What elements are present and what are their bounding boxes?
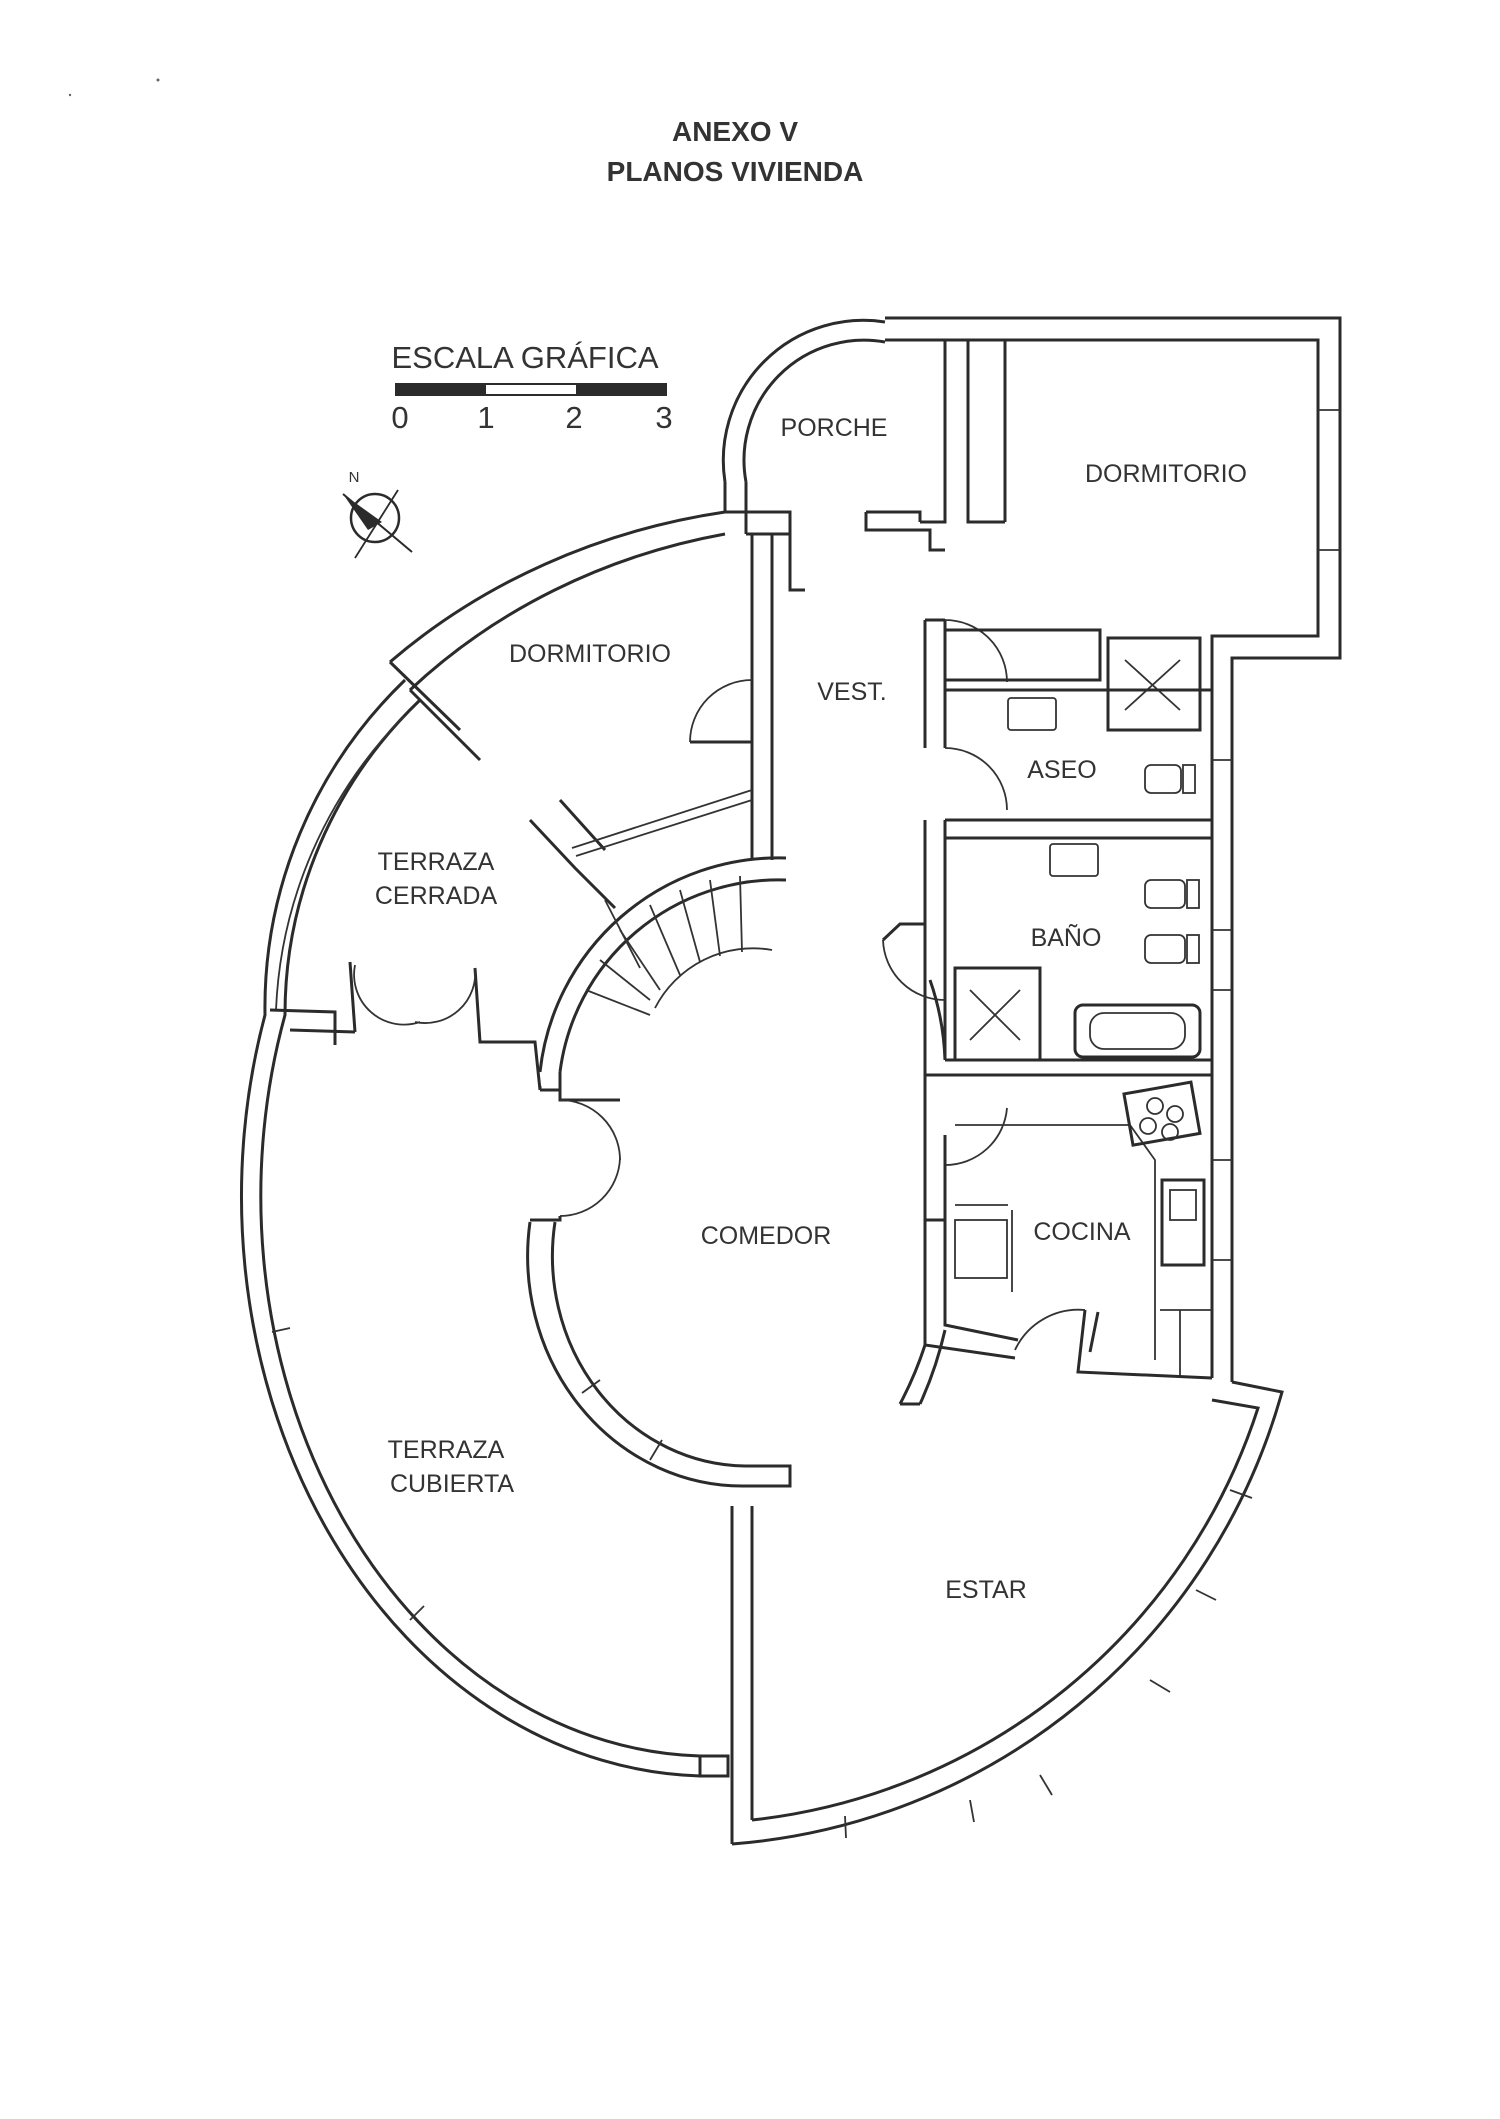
page-header: ANEXO V PLANOS VIVIENDA bbox=[0, 112, 1470, 192]
room-label-terraza-cubierta-1: TERRAZA bbox=[388, 1436, 505, 1464]
header-title: ANEXO V bbox=[671, 116, 799, 147]
room-label-cocina: COCINA bbox=[1033, 1218, 1131, 1246]
interior-walls bbox=[269, 510, 1232, 1488]
north-compass-icon: N bbox=[342, 469, 413, 559]
room-label-comedor: COMEDOR bbox=[701, 1222, 832, 1250]
scale-tick-2: 2 bbox=[565, 400, 582, 435]
room-label-terraza-cerrada-2: CERRADA bbox=[375, 882, 498, 910]
scale-tick-1: 1 bbox=[477, 400, 494, 435]
room-label-bano: BAÑO bbox=[1031, 923, 1102, 952]
room-labels: PORCHE DORMITORIO DORMITORIO VEST. ASEO … bbox=[375, 414, 1247, 1604]
room-label-porche: PORCHE bbox=[781, 414, 888, 442]
header-subtitle: PLANOS VIVIENDA bbox=[606, 156, 864, 187]
room-label-terraza-cerrada-1: TERRAZA bbox=[378, 848, 495, 876]
room-label-terraza-cubierta-2: CUBIERTA bbox=[390, 1470, 514, 1498]
scale-tick-0: 0 bbox=[391, 400, 408, 435]
scale-bar-segment-1 bbox=[396, 384, 486, 395]
graphic-scale: ESCALA GRÁFICA 0 1 2 3 bbox=[391, 340, 672, 435]
outer-walls bbox=[239, 316, 1342, 1846]
scan-speck bbox=[68, 93, 72, 97]
room-label-dormitorio-ne: DORMITORIO bbox=[1085, 460, 1247, 488]
scale-title: ESCALA GRÁFICA bbox=[391, 340, 658, 375]
room-label-aseo: ASEO bbox=[1027, 756, 1096, 784]
room-label-estar: ESTAR bbox=[945, 1576, 1027, 1604]
room-label-vest: VEST. bbox=[817, 678, 886, 706]
room-label-dormitorio-w: DORMITORIO bbox=[509, 640, 671, 668]
scale-bar-segment-3 bbox=[576, 384, 666, 395]
scale-tick-3: 3 bbox=[655, 400, 672, 435]
scan-speck bbox=[156, 78, 160, 82]
compass-north-label: N bbox=[349, 469, 360, 486]
